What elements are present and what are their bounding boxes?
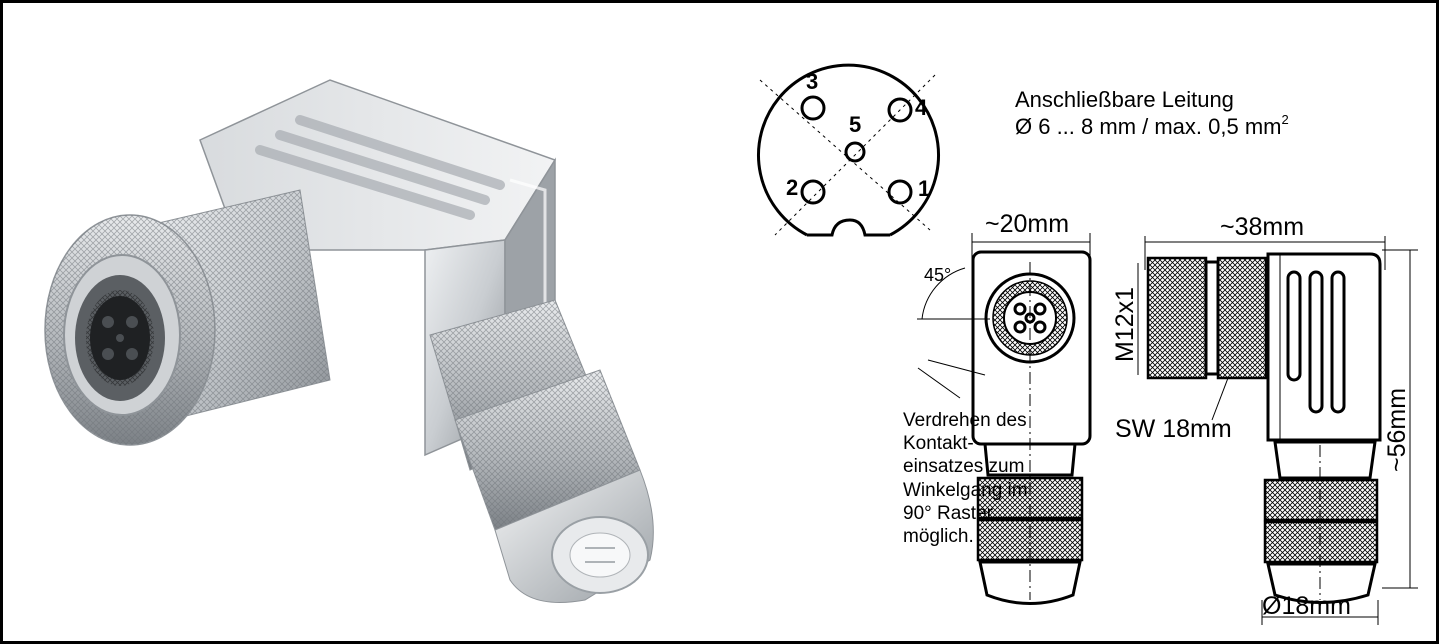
side-view-drawing: ~38mm M12x1 SW 18mm ~56mm Ø18mm xyxy=(1111,213,1418,625)
diameter-label: Ø18mm xyxy=(1262,592,1351,620)
cable-info-line1: Anschließbare Leitung xyxy=(1015,87,1234,112)
front-angle-label: 45° xyxy=(924,265,951,285)
pin-label-4: 4 xyxy=(915,95,928,120)
front-width-label: ~20mm xyxy=(985,210,1069,238)
pin-label-1: 1 xyxy=(918,176,930,201)
cable-gland xyxy=(429,299,654,603)
pin-5-contact xyxy=(844,141,866,163)
pinout-diagram: 3 4 5 2 1 xyxy=(757,63,940,237)
cable-info-line2-text: Ø 6 ... 8 mm / max. 0,5 mm xyxy=(1015,114,1282,139)
rotation-note: Verdrehen des Kontakt- einsatzes zum Win… xyxy=(903,410,1028,547)
pin-3-contact xyxy=(800,95,826,121)
pin-label-2: 2 xyxy=(786,175,798,200)
note-line-6: möglich. xyxy=(903,526,974,547)
pin-4-contact xyxy=(887,97,913,123)
note-line-3: einsatzes zum xyxy=(903,456,1024,477)
pin-label-3: 3 xyxy=(806,69,818,94)
connector-photo xyxy=(44,79,654,603)
note-line-5: 90° Raster xyxy=(903,503,994,524)
contact-insert xyxy=(86,290,154,386)
note-line-4: Winkelgang im xyxy=(903,480,1028,501)
thread-label: M12x1 xyxy=(1111,287,1139,362)
front-coupling xyxy=(44,189,331,446)
pin-1-contact xyxy=(887,179,913,205)
note-line-1: Verdrehen des xyxy=(903,410,1027,431)
height-label: ~56mm xyxy=(1383,388,1411,472)
pin-label-5: 5 xyxy=(849,112,861,137)
cable-info-line2: Ø 6 ... 8 mm / max. 0,5 mm2 xyxy=(1015,112,1289,139)
front-view-drawing: ~20mm 45° xyxy=(917,210,1092,605)
wrench-size-label: SW 18mm xyxy=(1115,415,1232,443)
pin-2-contact xyxy=(800,179,826,205)
cable-info: Anschließbare Leitung Ø 6 ... 8 mm / max… xyxy=(1015,87,1289,139)
side-length-label: ~38mm xyxy=(1220,213,1304,241)
note-line-2: Kontakt- xyxy=(903,433,974,454)
cable-info-superscript: 2 xyxy=(1282,112,1289,127)
